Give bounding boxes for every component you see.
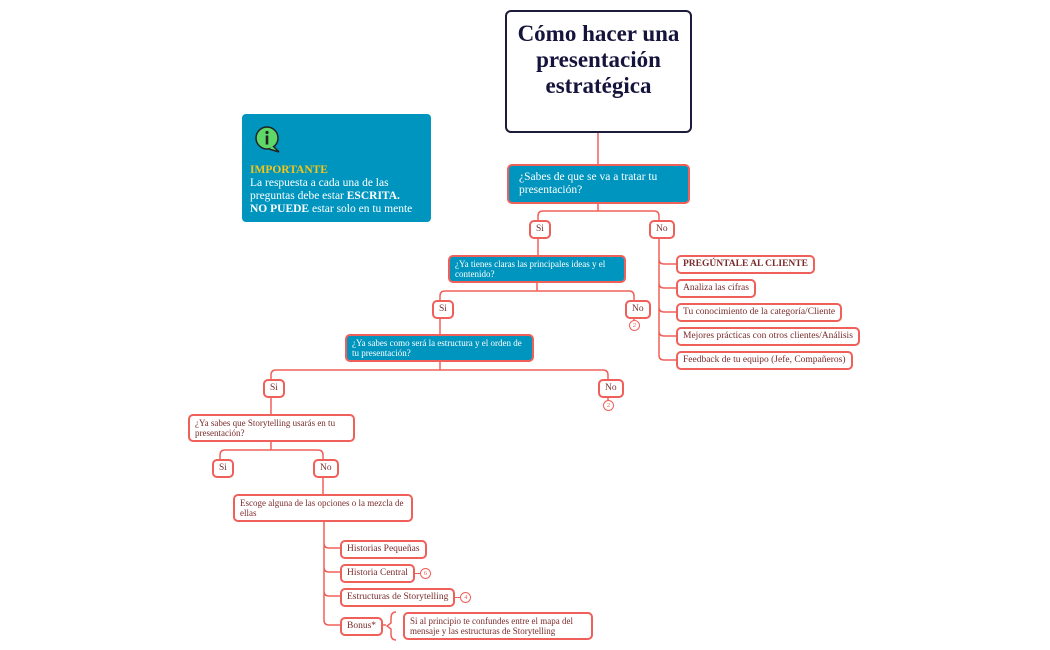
info-icon <box>255 126 280 153</box>
no1-item-knowledge[interactable]: Tu conocimiento de la categoría/Cliente <box>676 303 843 322</box>
q3-yes[interactable]: Si <box>263 379 285 398</box>
option-small-stories[interactable]: Historias Pequeñas <box>340 540 427 559</box>
option-bonus[interactable]: Bonus* <box>340 617 384 636</box>
option-central-story[interactable]: Historia Central <box>340 564 415 583</box>
structures-badge: 4 <box>460 592 472 603</box>
badge-connector <box>414 573 420 574</box>
badge-connector <box>455 597 461 598</box>
q1-yes[interactable]: Si <box>529 220 551 239</box>
option-structures-row: Estructuras de Storytelling 4 <box>340 588 472 607</box>
q4-no[interactable]: No <box>313 459 339 478</box>
q3-no[interactable]: No <box>598 379 624 398</box>
q2-no-badge: 2 <box>629 320 640 331</box>
central-topic[interactable]: Cómo hacer una presentación estratégica <box>505 10 692 133</box>
central-story-badge: 6 <box>419 568 431 579</box>
no1-item-ask-client[interactable]: PREGÚNTALE AL CLIENTE <box>676 255 815 274</box>
question-4[interactable]: ¿Ya sabes que Storytelling usarás en tu … <box>188 414 355 442</box>
q4-yes[interactable]: Si <box>212 459 234 478</box>
note-bold-cannot: NO PUEDE <box>250 203 310 215</box>
question-3[interactable]: ¿Ya sabes como será la estructura y el o… <box>345 334 534 362</box>
q2-yes[interactable]: Si <box>432 300 454 319</box>
note-text-end: estar solo en tu mente <box>309 203 413 215</box>
important-heading: IMPORTANTE <box>250 164 328 176</box>
important-note[interactable]: IMPORTANTE La respuesta a cada una de la… <box>242 114 431 222</box>
q2-no[interactable]: No <box>625 300 651 319</box>
no1-item-feedback[interactable]: Feedback de tu equipo (Jefe, Compañeros) <box>676 351 853 370</box>
option-storytelling-structures[interactable]: Estructuras de Storytelling <box>340 588 456 607</box>
no1-item-best-practices[interactable]: Mejores prácticas con otros clientes/Aná… <box>676 327 860 346</box>
q3-no-badge: 2 <box>603 400 614 411</box>
option-central-story-row: Historia Central 6 <box>340 564 431 583</box>
question-2[interactable]: ¿Ya tienes claras las principales ideas … <box>448 255 626 283</box>
note-bold-written: ESCRITA. <box>346 190 400 202</box>
question-1[interactable]: ¿Sabes de que se va a tratar tu presenta… <box>507 164 690 204</box>
note-text: La respuesta a cada una de las preguntas… <box>250 177 389 202</box>
choose-options[interactable]: Escoge alguna de las opciones o la mezcl… <box>233 494 413 522</box>
no1-item-figures[interactable]: Analiza las cifras <box>676 279 756 298</box>
q1-no[interactable]: No <box>649 220 675 239</box>
bonus-note[interactable]: Si al principio te confundes entre el ma… <box>403 612 593 640</box>
